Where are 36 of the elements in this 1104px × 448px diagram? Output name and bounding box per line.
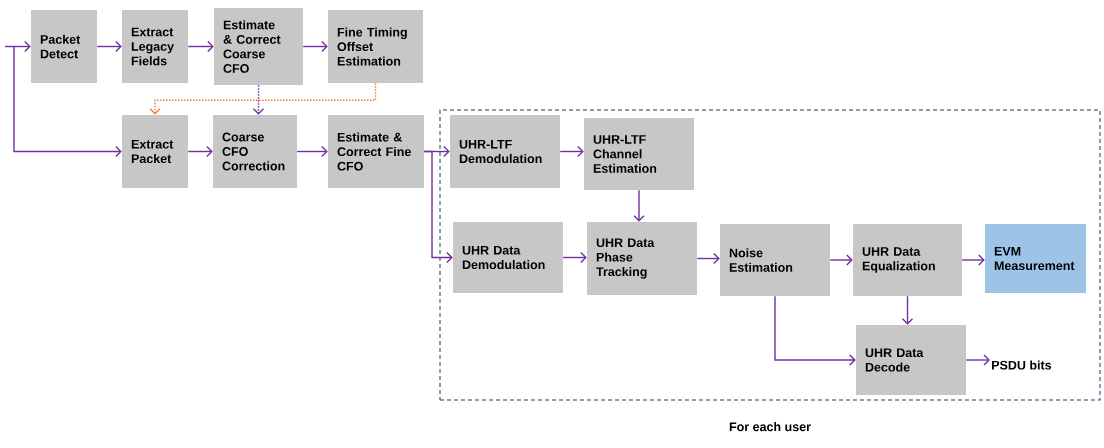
- process-box: Estimate & Correct Coarse CFO: [214, 8, 303, 85]
- arrow: [187, 40, 214, 53]
- process-box: Packet Detect: [31, 10, 97, 83]
- arrow: [774, 295, 856, 366]
- arrow: [149, 82, 377, 115]
- arrow: [961, 254, 985, 266]
- process-box: Noise Estimation: [720, 224, 830, 296]
- process-box: UHR Data Equalization: [853, 224, 962, 296]
- arrow: [423, 150, 453, 264]
- arrow: [4, 40, 31, 53]
- arrow: [559, 145, 584, 158]
- arrow: [901, 295, 914, 325]
- process-box: Coarse CFO Correction: [213, 115, 297, 188]
- arrow: [96, 40, 122, 53]
- process-box: EVM Measurement: [985, 224, 1086, 293]
- process-box: UHR Data Demodulation: [453, 222, 563, 293]
- node-label: For each user: [729, 422, 811, 432]
- process-box: Extract Packet: [122, 115, 188, 188]
- arrow: [296, 145, 328, 158]
- process-box: UHR-LTF Channel Estimation: [584, 118, 694, 190]
- arrow: [13, 45, 122, 158]
- process-box: UHR-LTF Demodulation: [450, 115, 560, 188]
- output-label: PSDU bits: [992, 360, 1052, 370]
- arrow: [633, 189, 645, 222]
- process-box: UHR Data Decode: [856, 325, 966, 395]
- process-box: UHR Data Phase Tracking: [587, 222, 697, 295]
- process-box: Extract Legacy Fields: [122, 10, 188, 83]
- process-box: Estimate & Correct Fine CFO: [328, 115, 424, 188]
- arrow: [562, 251, 587, 264]
- arrow: [187, 145, 213, 158]
- arrow: [302, 40, 328, 53]
- arrow: [696, 252, 720, 265]
- arrow: [252, 84, 265, 115]
- arrow: [965, 354, 990, 366]
- arrow: [829, 254, 853, 266]
- process-box: Fine Timing Offset Estimation: [328, 10, 423, 83]
